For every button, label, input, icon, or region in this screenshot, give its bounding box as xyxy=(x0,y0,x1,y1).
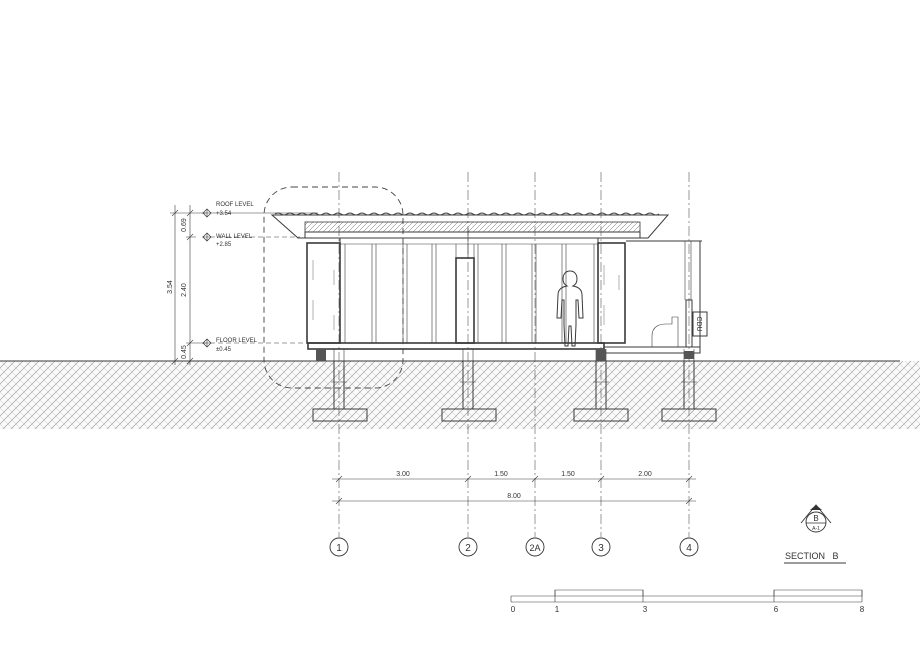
svg-text:2: 2 xyxy=(465,543,471,554)
grid-bubble-1: 1 xyxy=(329,537,349,557)
level-leaders xyxy=(202,212,318,344)
scale-label-3: 3 xyxy=(643,605,648,614)
roof-level-name: ROOF LEVEL xyxy=(216,202,254,208)
detail-callout xyxy=(263,186,404,389)
section-title: SECTION B xyxy=(785,551,839,561)
dim-0-45: 0.45 xyxy=(181,345,188,359)
grid-bubble-2: 2 xyxy=(458,537,478,557)
scale-label-0: 0 xyxy=(511,605,516,614)
level-floor: FLOOR LEVEL ±0.45 xyxy=(202,338,258,353)
side-porch xyxy=(626,240,708,348)
scale-label-1: 1 xyxy=(555,605,560,614)
section-marker-letter: B xyxy=(813,514,818,523)
grid-bubbles: 1 2 2A 3 4 xyxy=(329,537,699,557)
floor-level-value: ±0.45 xyxy=(216,347,232,353)
dim-3-54: 3.54 xyxy=(167,280,174,294)
level-wall: WALL LEVEL +2.85 xyxy=(202,232,253,248)
walls xyxy=(306,242,626,344)
svg-text:1: 1 xyxy=(336,543,342,554)
grid-bubble-3: 3 xyxy=(591,537,611,557)
wall-level-name: WALL LEVEL xyxy=(216,234,253,240)
roof xyxy=(270,212,670,258)
svg-text:3: 3 xyxy=(598,543,604,554)
svg-text:4: 4 xyxy=(686,543,692,554)
grid-bubble-2a: 2A xyxy=(525,537,545,557)
human-figure xyxy=(556,270,584,347)
dim-8-00: 8.00 xyxy=(507,493,521,500)
roof-level-value: +3.54 xyxy=(216,211,232,217)
cdu-label: CDU xyxy=(695,316,702,331)
dim-1-50-b: 1.50 xyxy=(561,471,575,478)
section-marker: B A-1 xyxy=(800,504,832,533)
dim-1-50-a: 1.50 xyxy=(494,471,508,478)
floor-level-name: FLOOR LEVEL xyxy=(216,338,258,344)
floor-slab xyxy=(307,342,701,361)
section-marker-icon xyxy=(805,511,827,533)
vertical-dimensions: 0.69 2.40 0.45 3.54 xyxy=(167,205,206,365)
horizontal-dimensions: 3.00 1.50 1.50 2.00 8.00 xyxy=(332,471,696,505)
section-marker-sheet: A-1 xyxy=(812,526,820,532)
dim-2-00: 2.00 xyxy=(638,471,652,478)
dim-0-69: 0.69 xyxy=(181,218,188,232)
wall-level-value: +2.85 xyxy=(216,242,232,248)
level-roof: ROOF LEVEL +3.54 xyxy=(202,202,254,218)
grid-bubble-4: 4 xyxy=(679,537,699,557)
ground-hatch xyxy=(0,361,920,429)
scale-label-6: 6 xyxy=(774,605,779,614)
scale-label-8: 8 xyxy=(860,605,865,614)
dim-3-00: 3.00 xyxy=(396,471,410,478)
dim-2-40: 2.40 xyxy=(181,283,188,297)
scale-bar: 0 1 3 6 8 xyxy=(510,589,865,614)
svg-text:2A: 2A xyxy=(529,543,540,553)
